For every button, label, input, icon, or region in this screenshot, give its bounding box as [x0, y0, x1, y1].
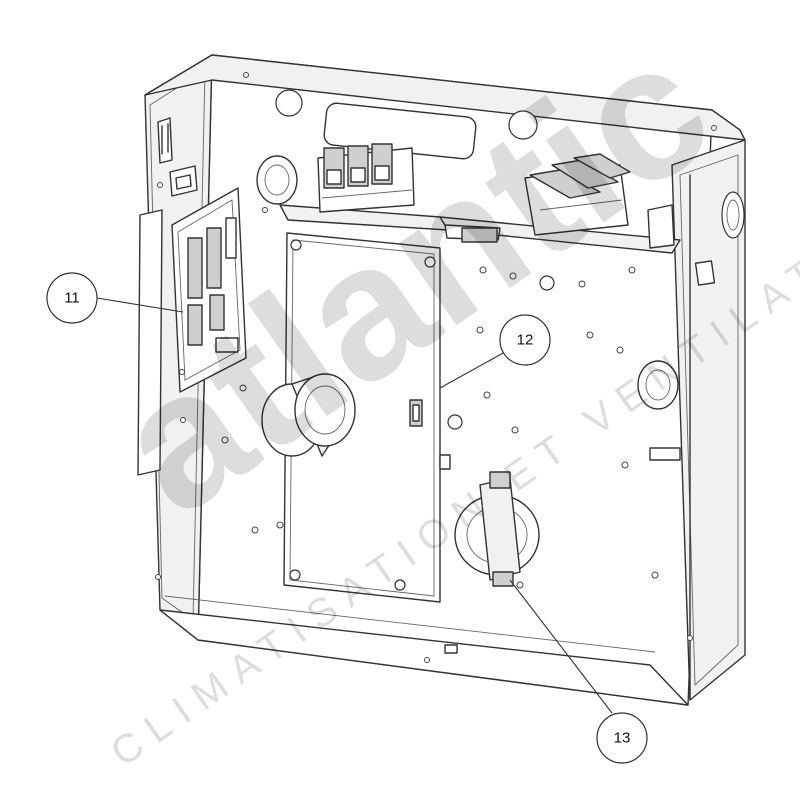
relay-board: [171, 187, 247, 393]
callout-13: 13: [509, 579, 648, 764]
transformer: [454, 471, 540, 587]
callout-12-label: 12: [517, 332, 534, 349]
circuit-board: [261, 232, 441, 603]
terminal-block-left: [317, 143, 415, 213]
callout-11-label: 11: [64, 290, 80, 307]
callout-12: 12: [439, 314, 551, 389]
callout-11: 11: [46, 272, 184, 324]
back-panel-fixtures: [180, 204, 681, 589]
terminal-block-right: [524, 153, 631, 236]
callout-13-label: 13: [614, 730, 631, 747]
wall-clips: [157, 117, 198, 197]
